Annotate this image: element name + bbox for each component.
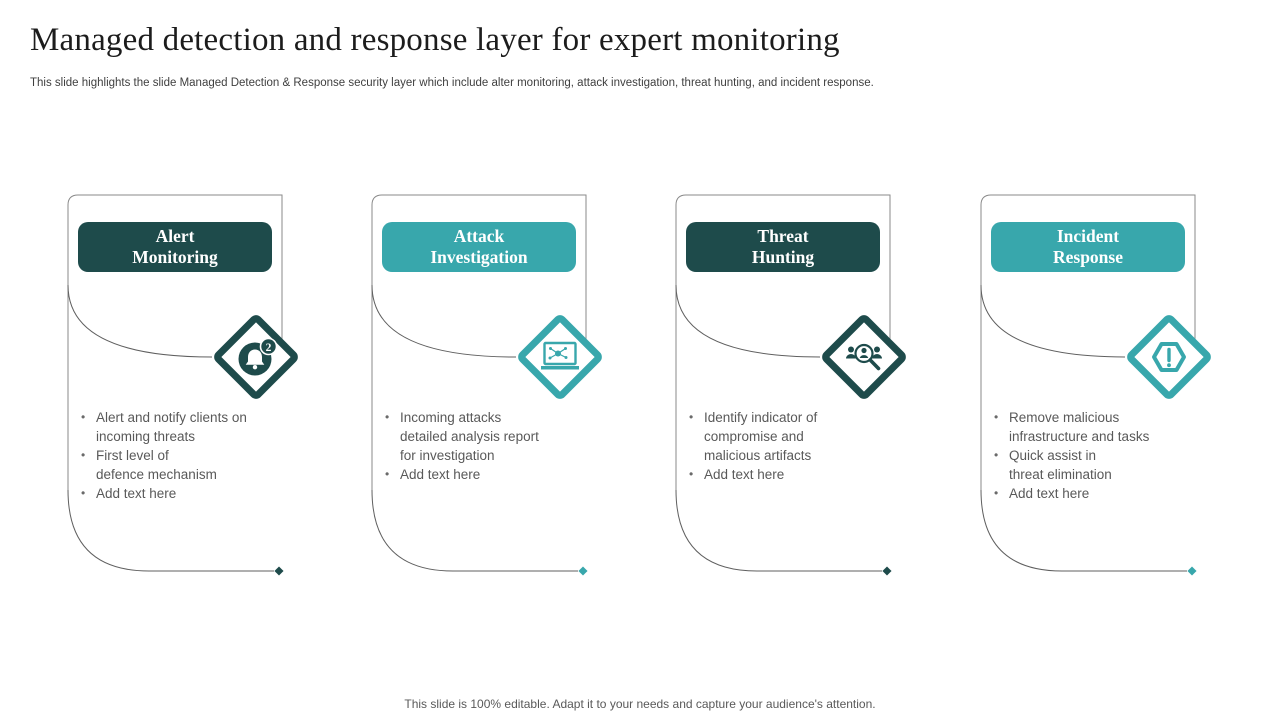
bullet-item: Incoming attacks detailed analysis repor…	[372, 408, 578, 465]
column-outline-lineart	[675, 194, 892, 576]
header-pill-threat-hunting[interactable]: Threat Hunting	[686, 222, 880, 272]
slide-title: Managed detection and response layer for…	[30, 22, 840, 58]
bullet-item: Identify indicator of compromise and mal…	[676, 408, 882, 465]
bullet-list: Remove malicious infrastructure and task…	[981, 408, 1187, 503]
column-attack-investigation: Attack Investigation Incoming attacks de…	[371, 194, 602, 595]
end-diamond-marker	[274, 566, 284, 576]
bullet-list: Incoming attacks detailed analysis repor…	[372, 408, 578, 484]
end-diamond-marker	[578, 566, 588, 576]
column-outline-lineart	[67, 194, 284, 576]
column-outline-lineart	[980, 194, 1197, 576]
people-search-icon	[822, 315, 906, 399]
column-alert-monitoring: Alert Monitoring 2 Alert and notify clie…	[67, 194, 298, 595]
header-pill-attack-investigation[interactable]: Attack Investigation	[382, 222, 576, 272]
badge-count: 2	[266, 342, 272, 354]
end-diamond-marker	[882, 566, 892, 576]
bullet-item: Add text here	[372, 465, 578, 484]
column-outline-lineart	[371, 194, 588, 576]
column-incident-response: Incident Response Remove malicious infra…	[980, 194, 1211, 595]
warning-hexagon-icon	[1127, 315, 1211, 399]
bullet-item: Remove malicious infrastructure and task…	[981, 408, 1187, 446]
bullet-item: Alert and notify clients on incoming thr…	[68, 408, 274, 446]
bell-notification-icon: 2	[214, 315, 298, 399]
end-diamond-marker	[1187, 566, 1197, 576]
header-pill-incident-response[interactable]: Incident Response	[991, 222, 1185, 272]
bullet-list: Alert and notify clients on incoming thr…	[68, 408, 274, 503]
slide-footer-note: This slide is 100% editable. Adapt it to…	[404, 697, 876, 711]
bullet-item: First level of defence mechanism	[68, 446, 274, 484]
header-pill-alert-monitoring[interactable]: Alert Monitoring	[78, 222, 272, 272]
column-threat-hunting: Threat Hunting Identify indicator of com…	[675, 194, 906, 595]
bullet-item: Add text here	[68, 484, 274, 503]
bullet-item: Quick assist in threat elimination	[981, 446, 1187, 484]
laptop-malware-icon	[518, 315, 602, 399]
bullet-item: Add text here	[981, 484, 1187, 503]
slide-subtitle: This slide highlights the slide Managed …	[30, 77, 874, 89]
bullet-list: Identify indicator of compromise and mal…	[676, 408, 882, 484]
bullet-item: Add text here	[676, 465, 882, 484]
